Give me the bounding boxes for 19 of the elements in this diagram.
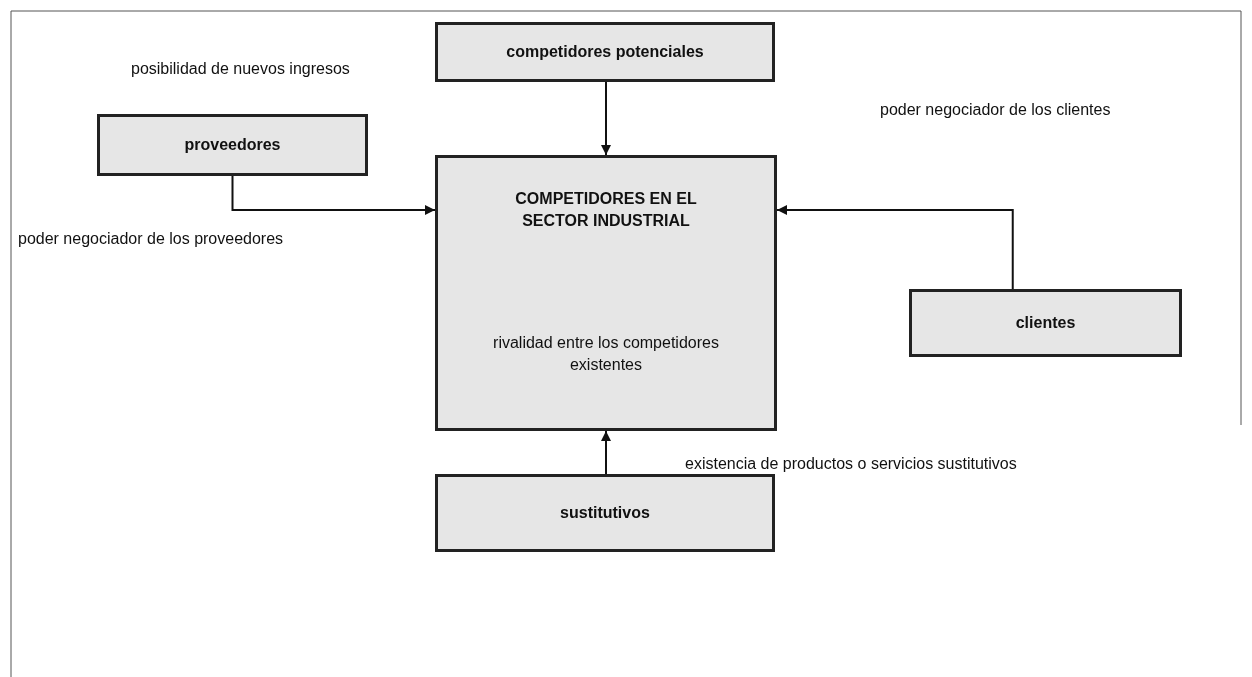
arrow [231, 175, 436, 215]
annotation-text: existencia de productos o servicios sustitutivos [685, 455, 1017, 473]
arrow [601, 430, 611, 475]
process-box [435, 22, 775, 82]
arrow [601, 81, 611, 156]
box-label: clientes [1015, 314, 1076, 332]
annotation-text: poder negociador de los proveedores [18, 230, 284, 248]
annotation-text: poder negociador de los clientes [880, 101, 1111, 119]
box-label: proveedores [184, 136, 281, 154]
box-description: rivalidad entre los competidores existentes [492, 333, 720, 375]
process-box [435, 474, 775, 552]
box-label: sustitutivos [560, 504, 650, 522]
arrow [776, 205, 1014, 290]
box-label: competidores potenciales [506, 43, 704, 61]
process-box [97, 114, 368, 176]
annotation-text: posibilidad de nuevos ingresos [131, 60, 350, 78]
process-box [909, 289, 1182, 357]
box-heading: COMPETIDORES EN EL SECTOR INDUSTRIAL [514, 189, 698, 231]
central-box [435, 155, 777, 431]
